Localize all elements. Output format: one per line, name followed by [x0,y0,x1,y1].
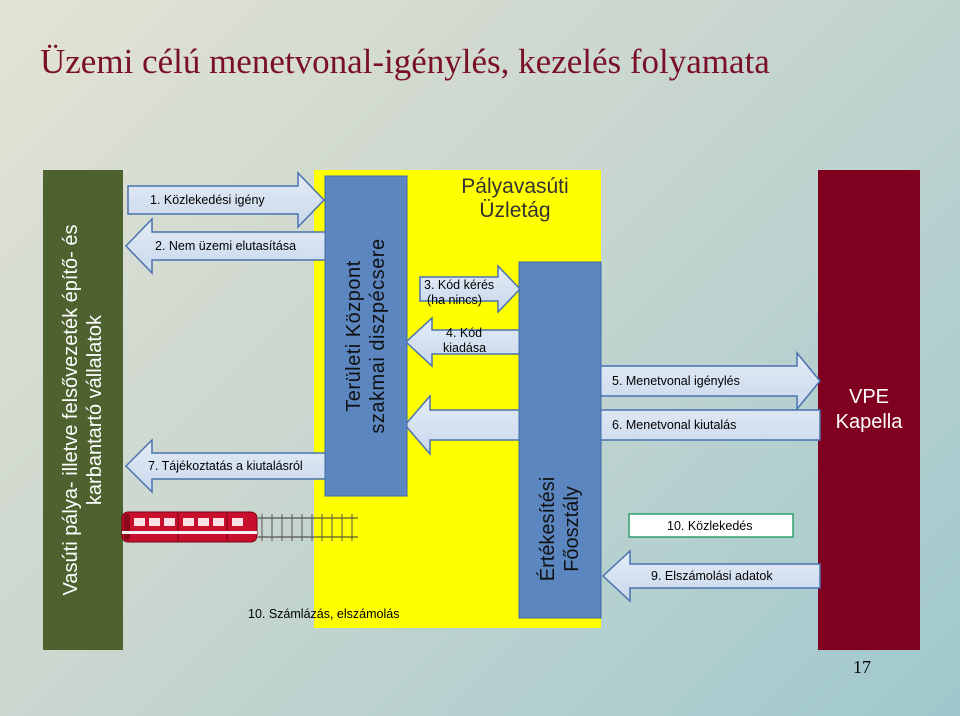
step-5-label: 5. Menetvonal igénylés [612,374,740,388]
arrow-step-5 [599,350,821,412]
step-4-label: 4. Kód kiadása [443,326,486,356]
step-4-line1: 4. Kód [446,326,483,340]
dispatch-center-label: Területi Központ szakmai diszpécsere [342,238,390,433]
arrow-step-9 [601,549,821,603]
step-3-line1: 3. Kód kérés [424,278,495,292]
sales-department-line1: Értékesítési [537,476,559,582]
page-title: Üzemi célú menetvonal-igénylés, kezelés … [40,42,770,81]
page-number: 17 [853,657,871,677]
arrow-step-2 [124,217,331,275]
dispatch-center-line2: szakmai diszpécsere [367,238,389,434]
sales-department-label: Értékesítési Főosztály [536,477,584,581]
step-9-label: 9. Elszámolási adatok [651,569,773,583]
business-unit-label: Pályavasúti Üzletág [420,175,610,223]
sales-department-label-wrap: Értékesítési Főosztály [519,440,601,618]
step-10a-label: 10. Közlekedés [667,519,753,533]
traffic-box [628,513,794,538]
step-10b-label: 10. Számlázás, elszámolás [248,607,400,621]
business-unit-line2: Üzletág [479,199,551,222]
sales-department-box [518,261,602,619]
vpe-box: VPE Kapella [818,170,920,650]
arrow-step-6 [404,393,821,457]
train-icon [121,511,358,543]
arrow-step-3 [419,264,522,314]
vpe-label-line1: VPE [848,386,890,408]
vpe-label-line2: Kapella [835,411,903,433]
arrow-step-4 [404,316,521,368]
step-3-line2: (ha nincs) [427,293,482,307]
step-6-label: 6. Menetvonal kiutalás [612,418,737,432]
operators-box: Vasúti pálya- illetve felsővezeték építő… [43,170,123,650]
step-4-line2: kiadása [443,341,487,355]
business-unit-line1: Pályavasúti [461,175,569,198]
step-7-label: 7. Tájékoztatás a kiutalásról [148,459,303,473]
dispatch-center-line1: Területi Központ [343,260,365,412]
arrow-step-1 [127,171,326,229]
dispatch-center-label-wrap: Területi Központ szakmai diszpécsere [325,176,407,496]
arrow-step-7 [124,438,331,494]
vpe-label: VPE Kapella [818,385,920,435]
sales-department-line2: Főosztály [561,486,583,572]
step-1-label: 1. Közlekedési igény [150,193,265,207]
dispatch-center-box [324,175,408,497]
step-2-label: 2. Nem üzemi elutasítása [155,239,297,253]
step-3-label: 3. Kód kérés (ha nincs) [424,278,494,308]
